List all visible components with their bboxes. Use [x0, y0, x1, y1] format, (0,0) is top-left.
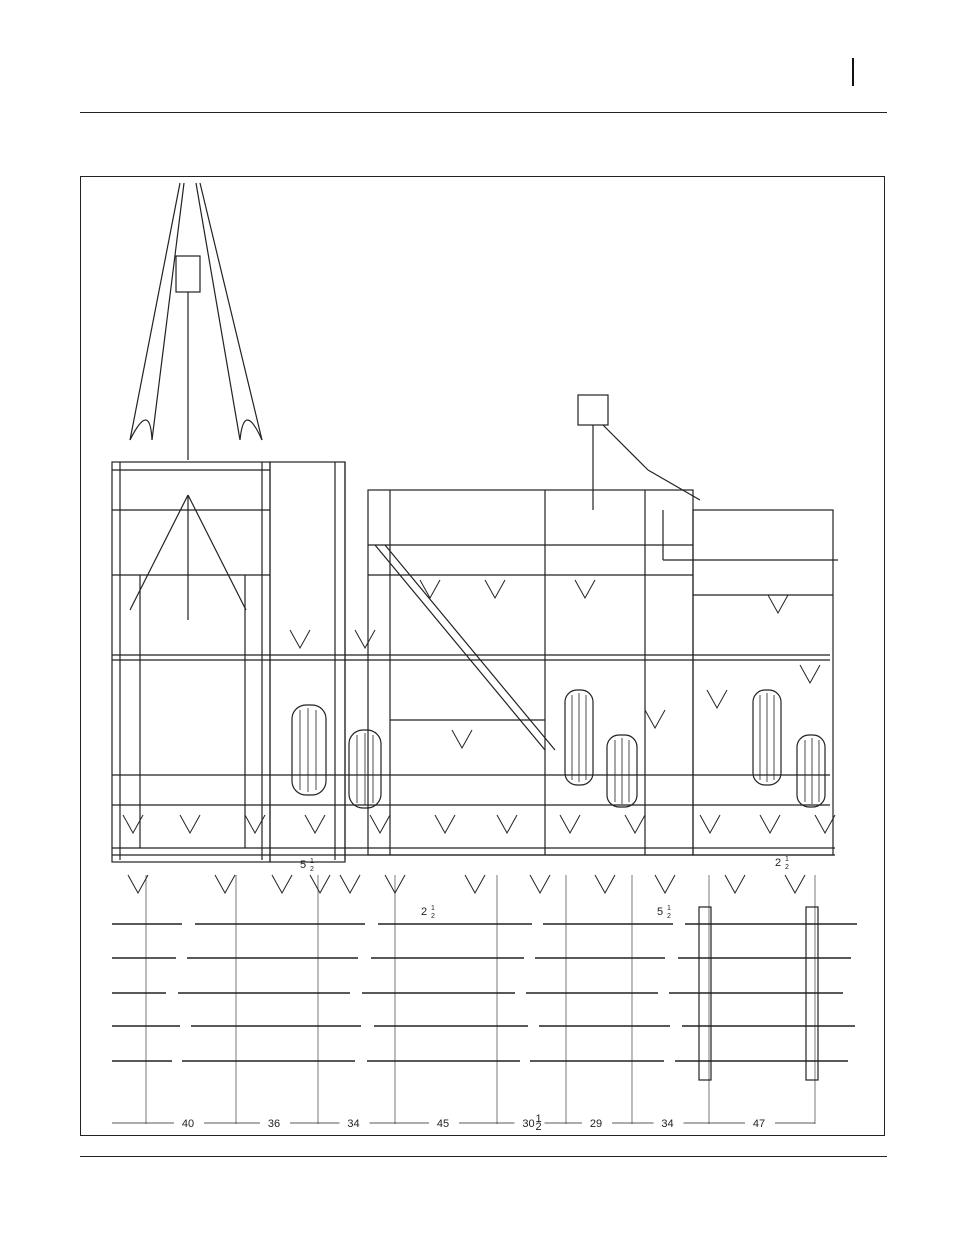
spacing-callout-numerator: 1 [785, 856, 789, 863]
spacing-callout-denominator: 2 [431, 913, 435, 920]
drawing-linework [112, 183, 857, 1124]
spacing-callout-numerator: 1 [310, 858, 314, 865]
spacing-callout-denominator: 2 [310, 866, 314, 873]
dimension-label: 34 [347, 1118, 359, 1130]
spacing-callout-numerator: 1 [667, 905, 671, 912]
dimension-label: 47 [753, 1118, 765, 1130]
dimension-label: 29 [590, 1118, 602, 1130]
dimension-label: 36 [268, 1118, 280, 1130]
dimension-label-denominator: 2 [536, 1121, 542, 1133]
spacing-callout-denominator: 2 [667, 913, 671, 920]
dimension-label: 40 [182, 1118, 194, 1130]
dimension-label: 45 [437, 1118, 449, 1130]
spacing-callout: 2 [421, 906, 427, 918]
footer-rule [80, 1156, 887, 1157]
spacing-callout: 5 [300, 859, 306, 871]
spacing-callout: 2 [775, 857, 781, 869]
dimension-label: 30 [522, 1118, 534, 1130]
spacing-callout-numerator: 1 [431, 905, 435, 912]
spacing-callout: 5 [657, 906, 663, 918]
dimension-label: 34 [661, 1118, 673, 1130]
spacing-callout-denominator: 2 [785, 864, 789, 871]
